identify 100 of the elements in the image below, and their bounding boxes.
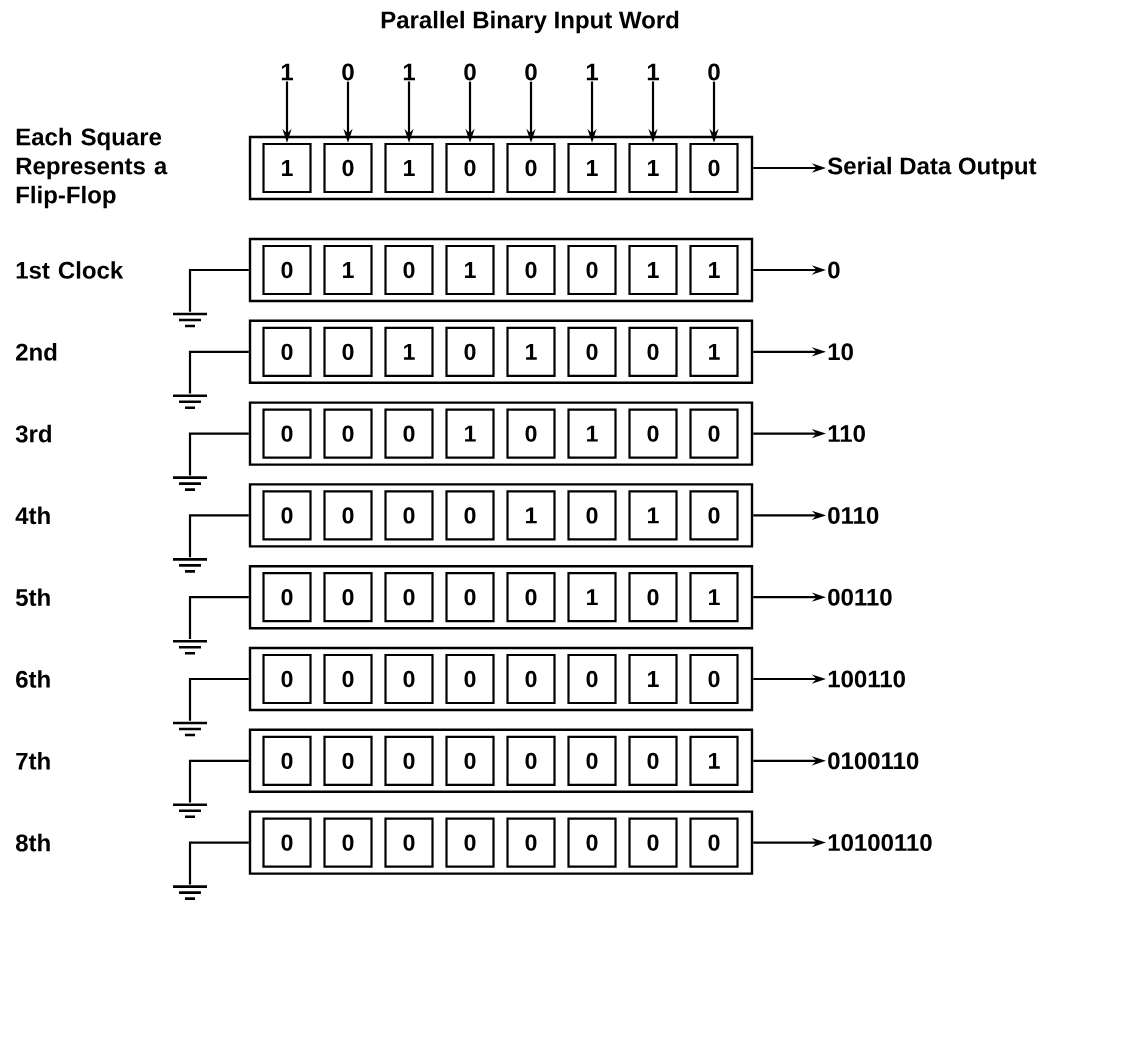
ground-symbol bbox=[171, 885, 209, 900]
output-text: 10100110 bbox=[828, 834, 932, 852]
output-text: Serial Data Output bbox=[827, 156, 1037, 180]
flip-flop-cell: 0 bbox=[445, 653, 495, 705]
row-label: 7th bbox=[16, 752, 50, 770]
flip-flop-cell: 0 bbox=[628, 817, 678, 868]
register-box bbox=[248, 810, 754, 875]
input-bit: 0 bbox=[708, 63, 720, 81]
ground-symbol bbox=[171, 639, 209, 655]
wire bbox=[188, 514, 249, 558]
flip-flop-cell: 0 bbox=[384, 572, 434, 623]
flip-flop-cell: 0 bbox=[628, 572, 678, 623]
register-box bbox=[248, 319, 754, 384]
flip-flop-cell: 0 bbox=[506, 817, 556, 868]
ground-symbol bbox=[171, 394, 209, 410]
flip-flop-cell: 0 bbox=[689, 817, 739, 868]
register-box bbox=[248, 565, 754, 630]
flip-flop-cell: 1 bbox=[567, 408, 617, 459]
flip-flop-cell: 0 bbox=[262, 735, 312, 786]
wire bbox=[188, 759, 249, 803]
input-bit: 1 bbox=[281, 63, 293, 81]
flip-flop-cell: 0 bbox=[567, 490, 617, 541]
flip-flop-cell: 0 bbox=[506, 572, 556, 623]
flip-flop-cell: 1 bbox=[445, 244, 495, 296]
title: Parallel Binary Input Word bbox=[381, 10, 679, 34]
input-bit: 0 bbox=[342, 63, 354, 81]
flip-flop-cell: 0 bbox=[628, 408, 678, 459]
register-box bbox=[248, 728, 754, 793]
ground-symbol bbox=[171, 312, 209, 328]
flip-flop-cell: 1 bbox=[628, 653, 678, 705]
flip-flop-cell: 0 bbox=[567, 326, 617, 377]
register-box bbox=[248, 135, 754, 201]
flip-flop-cell: 0 bbox=[323, 817, 373, 868]
flip-flop-cell: 0 bbox=[506, 408, 556, 459]
ground-symbol bbox=[171, 721, 209, 737]
input-bit: 1 bbox=[647, 63, 659, 81]
flip-flop-cell: 0 bbox=[445, 572, 495, 623]
flip-flop-cell: 1 bbox=[445, 408, 495, 459]
row-label: Each Square Represents a Flip-Flop bbox=[16, 127, 168, 209]
row-label: 1st Clock bbox=[16, 261, 124, 279]
flip-flop-cell: 0 bbox=[567, 817, 617, 868]
flip-flop-cell: 1 bbox=[323, 244, 373, 296]
ground-symbol bbox=[171, 803, 209, 819]
flip-flop-cell: 0 bbox=[628, 326, 678, 377]
flip-flop-cell: 0 bbox=[506, 142, 556, 194]
wire bbox=[188, 432, 249, 476]
flip-flop-cell: 1 bbox=[384, 326, 434, 377]
flip-flop-cell: 0 bbox=[384, 408, 434, 459]
output-text: 10 bbox=[828, 343, 853, 361]
wire bbox=[188, 596, 249, 639]
ground-symbol bbox=[171, 558, 209, 573]
flip-flop-cell: 1 bbox=[628, 490, 678, 541]
flip-flop-cell: 0 bbox=[262, 408, 312, 459]
flip-flop-cell: 1 bbox=[262, 142, 312, 194]
flip-flop-cell: 0 bbox=[262, 572, 312, 623]
flip-flop-cell: 0 bbox=[323, 653, 373, 705]
flip-flop-cell: 0 bbox=[689, 408, 739, 459]
input-bit: 1 bbox=[403, 63, 415, 81]
flip-flop-cell: 0 bbox=[567, 244, 617, 296]
flip-flop-cell: 0 bbox=[567, 653, 617, 705]
flip-flop-cell: 0 bbox=[445, 817, 495, 868]
flip-flop-cell: 1 bbox=[384, 142, 434, 194]
flip-flop-cell: 0 bbox=[323, 326, 373, 377]
flip-flop-cell: 1 bbox=[689, 572, 739, 623]
output-text: 110 bbox=[828, 425, 865, 443]
input-bit: 1 bbox=[586, 63, 598, 81]
row-label: 8th bbox=[15, 833, 50, 852]
flip-flop-cell: 0 bbox=[384, 244, 434, 296]
flip-flop-cell: 0 bbox=[506, 653, 556, 705]
output-text: 100110 bbox=[828, 670, 905, 688]
flip-flop-cell: 0 bbox=[445, 326, 495, 377]
wire bbox=[188, 677, 249, 721]
output-text: 0 bbox=[828, 261, 840, 279]
flip-flop-cell: 0 bbox=[384, 735, 434, 786]
output-text: 00110 bbox=[828, 588, 892, 606]
flip-flop-cell: 0 bbox=[323, 490, 373, 541]
wire bbox=[188, 268, 249, 312]
flip-flop-cell: 0 bbox=[567, 735, 617, 786]
wire bbox=[188, 841, 249, 885]
flip-flop-cell: 0 bbox=[445, 490, 495, 541]
register-box bbox=[248, 646, 754, 712]
output-text: 0110 bbox=[828, 506, 879, 524]
flip-flop-cell: 0 bbox=[689, 653, 739, 705]
input-bit: 0 bbox=[464, 63, 476, 81]
flip-flop-cell: 0 bbox=[262, 817, 312, 868]
flip-flop-cell: 0 bbox=[262, 326, 312, 377]
flip-flop-cell: 0 bbox=[323, 735, 373, 786]
flip-flop-cell: 1 bbox=[506, 490, 556, 541]
flip-flop-cell: 0 bbox=[628, 735, 678, 786]
row-label: 3rd bbox=[15, 424, 51, 443]
row-label: 5th bbox=[15, 588, 50, 606]
flip-flop-cell: 0 bbox=[262, 244, 312, 296]
flip-flop-cell: 1 bbox=[689, 326, 739, 377]
input-bit: 0 bbox=[525, 63, 537, 81]
ground-symbol bbox=[171, 476, 209, 491]
flip-flop-cell: 0 bbox=[689, 142, 739, 194]
flip-flop-cell: 0 bbox=[384, 817, 434, 868]
flip-flop-cell: 0 bbox=[506, 244, 556, 296]
flip-flop-cell: 0 bbox=[689, 490, 739, 541]
flip-flop-cell: 1 bbox=[567, 142, 617, 194]
